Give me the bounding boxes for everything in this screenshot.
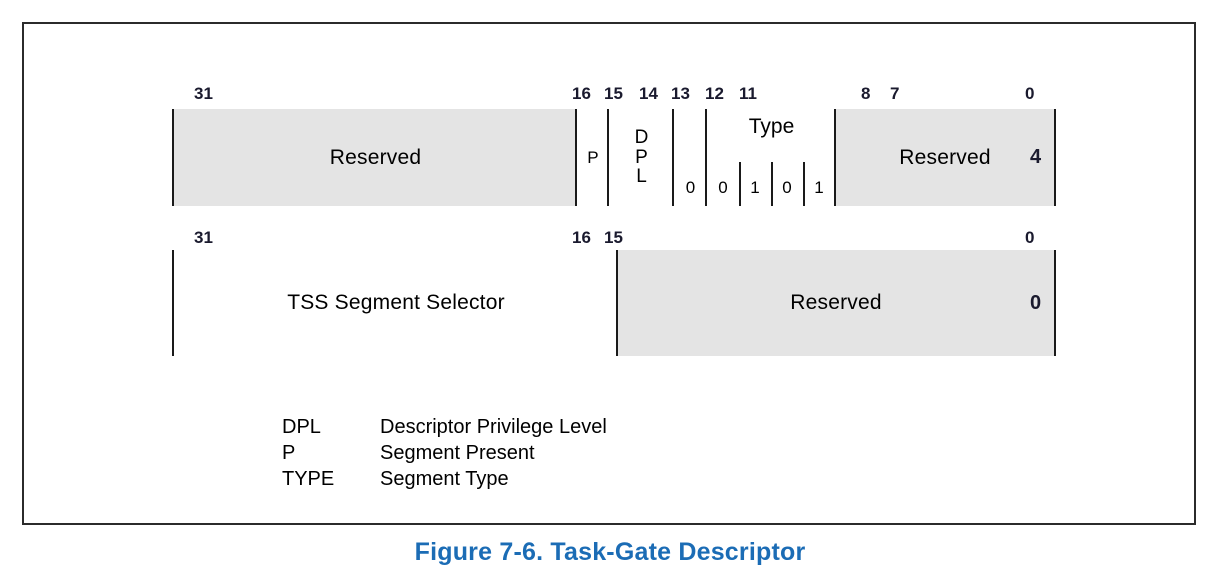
type-divider-3: [803, 162, 805, 206]
field-zero-bit-12: 0: [674, 109, 707, 206]
bit-number-7: 7: [890, 84, 900, 103]
descriptor-row-offset-0: TSS Segment Selector Reserved: [172, 250, 1056, 356]
figure-caption: Figure 7-6. Task-Gate Descriptor: [414, 538, 806, 566]
dpl-letter-p: P: [635, 146, 648, 168]
field-type-label: Type: [748, 115, 795, 138]
type-bit-8: 1: [814, 178, 824, 197]
bit-number-31-row2: 31: [194, 228, 213, 247]
divider-8-7: [834, 109, 836, 206]
field-reserved-low-word: Reserved: [618, 250, 1054, 356]
bit-number-11: 11: [739, 84, 757, 103]
legend-item-p: P Segment Present: [282, 440, 607, 466]
field-present-bit-label: P: [587, 147, 599, 167]
dpl-letter-stack: D P L: [634, 127, 649, 188]
divider-12-11: [705, 109, 707, 206]
bit-number-8: 8: [861, 84, 871, 103]
field-reserved-high: Reserved: [174, 109, 577, 206]
field-type: Type 0 1 0 1: [707, 109, 836, 206]
legend: DPL Descriptor Privilege Level P Segment…: [282, 414, 607, 492]
offset-label-0: 0: [1030, 292, 1042, 314]
field-reserved-low-label: Reserved: [899, 145, 991, 169]
dpl-letter-l: L: [636, 166, 647, 188]
legend-abbr-dpl: DPL: [282, 416, 321, 438]
bit-number-0: 0: [1025, 84, 1035, 103]
type-bit-9: 0: [782, 178, 792, 197]
bit-number-0-row2: 0: [1025, 228, 1035, 247]
offset-label-4: 4: [1030, 146, 1042, 168]
legend-item-type: TYPE Segment Type: [282, 466, 607, 492]
field-zero-bit-12-digit: 0: [685, 178, 696, 197]
legend-desc-dpl: Descriptor Privilege Level: [380, 416, 607, 438]
bit-number-12: 12: [705, 84, 724, 103]
field-tss-segment-selector: TSS Segment Selector: [174, 250, 618, 356]
type-bit-10: 1: [750, 178, 760, 197]
divider-16-15-row2: [616, 250, 618, 356]
field-reserved-high-label: Reserved: [329, 145, 422, 169]
field-present-bit: P: [577, 109, 609, 206]
bit-number-31: 31: [194, 84, 213, 103]
bit-number-15: 15: [604, 84, 623, 103]
figure-frame: 31 16 15 14 13 12 11 8 7 0 Reserved P D …: [22, 22, 1196, 525]
legend-abbr-type: TYPE: [282, 468, 335, 490]
field-reserved-low: Reserved: [836, 109, 1054, 206]
legend-desc-p: Segment Present: [380, 442, 535, 464]
bit-ruler-row-offset-0: 31 16 15 0: [172, 226, 1056, 248]
legend-desc-type: Segment Type: [380, 468, 509, 490]
field-dpl: D P L: [609, 109, 674, 206]
type-divider-2: [771, 162, 773, 206]
type-divider-1: [739, 162, 741, 206]
field-reserved-low-word-label: Reserved: [790, 291, 882, 314]
type-bit-11: 0: [718, 178, 728, 197]
descriptor-row-offset-4: Reserved P D P L 0 Type 0 1 0 1: [172, 109, 1056, 206]
divider-15-14: [607, 109, 609, 206]
legend-abbr-p: P: [282, 442, 296, 464]
bit-number-14: 14: [639, 84, 658, 103]
bit-number-16: 16: [572, 84, 591, 103]
divider-16-15: [575, 109, 577, 206]
dpl-letter-d: D: [634, 127, 649, 149]
bit-number-13: 13: [671, 84, 690, 103]
bit-ruler-row-offset-4: 31 16 15 14 13 12 11 8 7 0: [172, 82, 1056, 104]
field-tss-segment-selector-label: TSS Segment Selector: [287, 291, 505, 314]
bit-number-15-row2: 15: [604, 228, 623, 247]
bit-number-16-row2: 16: [572, 228, 591, 247]
divider-13-12: [672, 109, 674, 206]
legend-item-dpl: DPL Descriptor Privilege Level: [282, 414, 607, 440]
